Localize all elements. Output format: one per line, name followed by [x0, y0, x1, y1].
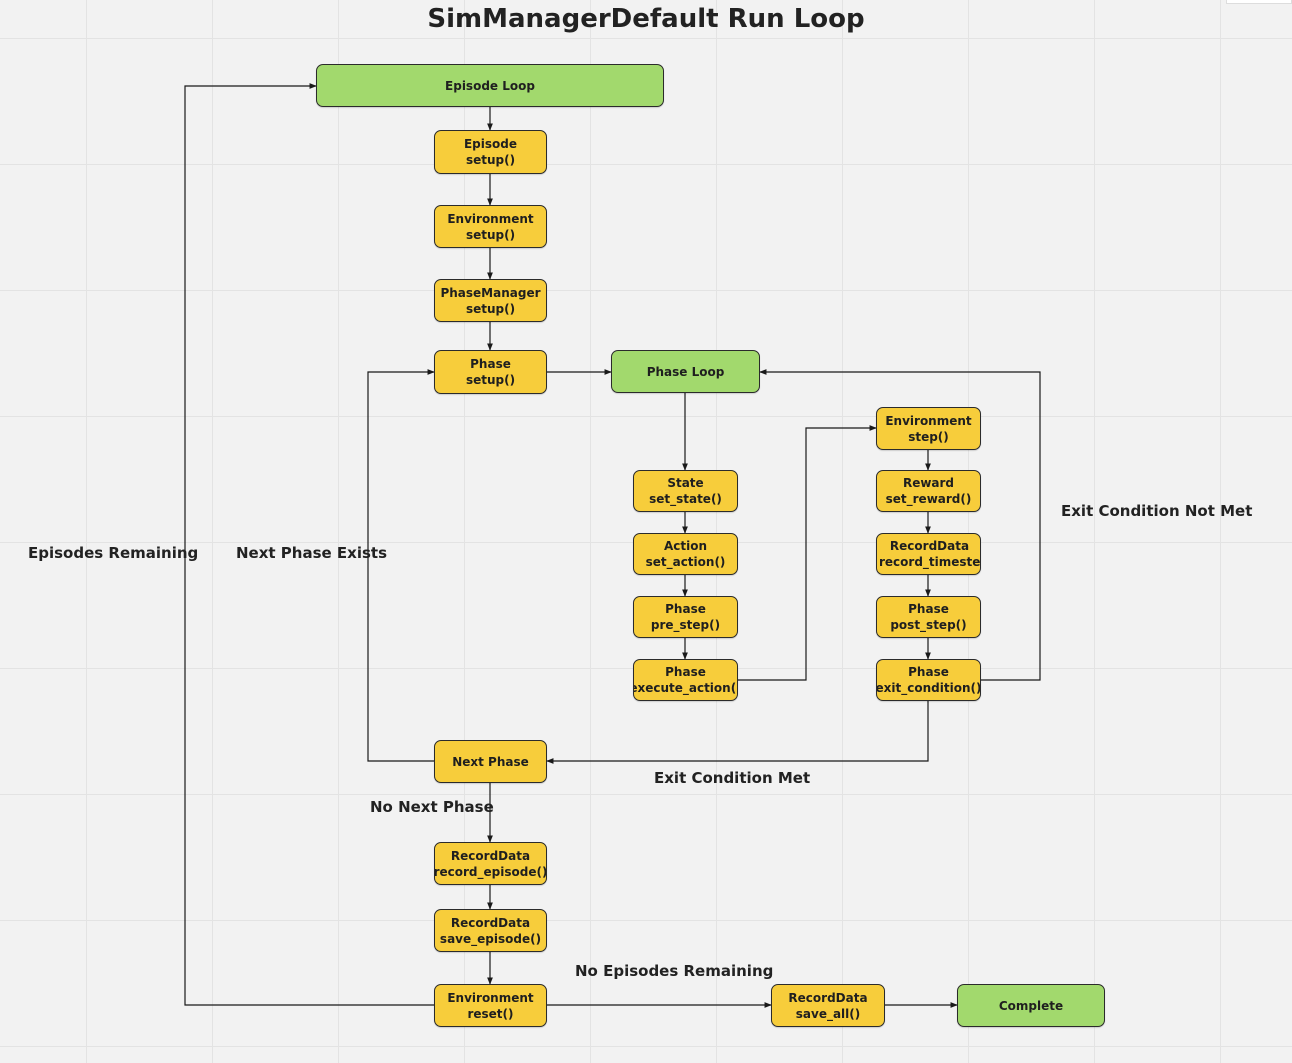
node-method: execute_action()	[633, 681, 738, 695]
node-label: RecordData	[788, 990, 868, 1005]
episodes-remaining-label: Episodes Remaining	[28, 544, 199, 562]
complete-node[interactable]: Complete	[957, 984, 1105, 1027]
node-label: Environment	[447, 211, 534, 226]
next-phase-node[interactable]: Next Phase	[434, 740, 547, 783]
no-next-phase-label: No Next Phase	[370, 798, 494, 816]
no-episodes-remaining-label: No Episodes Remaining	[575, 962, 774, 980]
node-label: PhaseManager	[440, 285, 541, 300]
phase-pre-step-node[interactable]: Phase pre_step()	[633, 596, 738, 638]
node-label: Environment	[885, 413, 972, 428]
edge-exit-condition-met	[546, 701, 929, 764]
node-label: Phase Loop	[646, 364, 725, 379]
node-label: Phase	[908, 602, 949, 616]
state-set-state-node[interactable]: State set_state()	[633, 470, 738, 512]
node-label: RecordData	[450, 915, 531, 930]
node-method: set_state()	[649, 492, 722, 506]
environment-step-node[interactable]: Environment step()	[876, 407, 981, 450]
node-method: exit_condition()	[876, 681, 981, 695]
node-label: RecordData	[450, 848, 531, 863]
node-method: setup()	[465, 301, 516, 316]
reward-set-reward-node[interactable]: Reward set_reward()	[876, 470, 981, 512]
node-method: save_episode()	[439, 931, 542, 946]
node-label: Environment	[447, 990, 534, 1005]
edge-exit-condition-not-met	[759, 369, 1041, 681]
phase-execute-action-node[interactable]: Phase execute_action()	[633, 659, 738, 701]
phase-loop-node[interactable]: Phase Loop	[611, 350, 760, 393]
recorddata-save-episode-node[interactable]: RecordData save_episode()	[434, 909, 547, 952]
node-label: Action	[663, 539, 708, 553]
node-method: set_reward()	[885, 492, 972, 506]
exit-condition-met-label: Exit Condition Met	[654, 769, 811, 787]
recorddata-record-timestep-node[interactable]: RecordData record_timestep(	[876, 533, 981, 575]
node-method: setup()	[465, 153, 516, 167]
exit-condition-not-met-label: Exit Condition Not Met	[1061, 502, 1253, 520]
node-label: Phase	[665, 665, 706, 679]
episode-loop-node[interactable]: Episode Loop	[316, 64, 664, 107]
node-label: RecordData	[889, 539, 970, 553]
node-method: save_all()	[795, 1006, 861, 1021]
node-method: step()	[908, 429, 949, 444]
episode-setup-node[interactable]: Episode setup()	[434, 130, 547, 174]
action-set-action-node[interactable]: Action set_action()	[633, 533, 738, 575]
recorddata-record-episode-node[interactable]: RecordData record_episode()	[434, 842, 547, 885]
node-label: Complete	[998, 998, 1064, 1013]
edge-next-phase-exists	[367, 369, 435, 762]
phase-post-step-node[interactable]: Phase post_step()	[876, 596, 981, 638]
phasemanager-setup-node[interactable]: PhaseManager setup()	[434, 279, 547, 322]
node-label: Phase	[908, 665, 949, 679]
recorddata-save-all-node[interactable]: RecordData save_all()	[771, 984, 885, 1027]
edge-episodes-remaining	[184, 83, 434, 1006]
node-method: record_timestep(	[879, 555, 981, 569]
node-method: reset()	[467, 1006, 514, 1021]
node-method: set_action()	[645, 555, 726, 569]
node-method: record_episode()	[434, 864, 547, 879]
node-label: Episode	[463, 137, 517, 151]
node-method: setup()	[465, 227, 516, 242]
node-label: Reward	[902, 476, 955, 490]
diagram-title: SimManagerDefault Run Loop	[427, 4, 865, 34]
environment-reset-node[interactable]: Environment reset()	[434, 984, 547, 1027]
node-method: post_step()	[890, 618, 967, 632]
node-label: Episode Loop	[445, 78, 535, 93]
node-method: setup()	[465, 373, 516, 387]
next-phase-exists-label: Next Phase Exists	[236, 544, 388, 562]
environment-setup-node[interactable]: Environment setup()	[434, 205, 547, 248]
node-method: pre_step()	[650, 618, 721, 632]
phase-exit-condition-node[interactable]: Phase exit_condition()	[876, 659, 981, 701]
node-label: State	[667, 476, 704, 490]
node-label: Phase	[470, 357, 511, 371]
node-label: Phase	[665, 602, 706, 616]
node-label: Next Phase	[452, 754, 529, 769]
edge-execute-action-to-environment-step	[738, 425, 877, 681]
phase-setup-node[interactable]: Phase setup()	[434, 350, 547, 394]
